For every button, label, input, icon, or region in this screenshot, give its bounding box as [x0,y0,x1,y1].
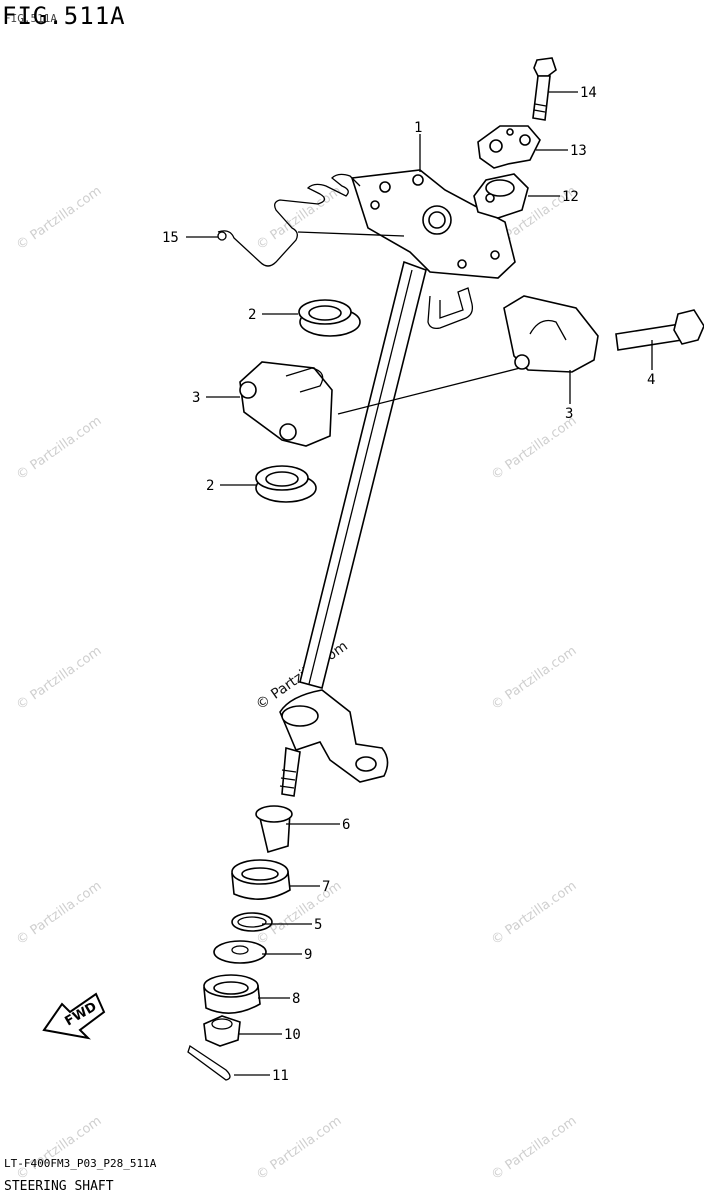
callout-2-lower: 2 [206,478,214,494]
shaft-holder-3-left [239,361,333,447]
callout-9: 9 [304,947,312,963]
watermark: © Partzilla.com [489,1113,580,1183]
handlebar-holder-13 [477,125,541,169]
watermark: © Partzilla.com [489,413,580,483]
bolt-14 [532,57,557,121]
callout-14: 14 [580,85,597,101]
callout-4: 4 [647,372,655,388]
callout-2-upper: 2 [248,307,256,323]
seal-5 [231,912,273,932]
watermark: © Partzilla.com [254,1113,345,1183]
callout-8: 8 [292,991,300,1007]
watermark: © Partzilla.com [14,878,105,948]
model-code: LT-F400FM3_P03_P28_511A [4,1157,157,1170]
watermark: © Partzilla.com [14,1113,105,1183]
callout-12: 12 [562,189,579,205]
callout-7: 7 [322,879,330,895]
bolt-4 [615,309,704,351]
bearing-7 [231,859,291,900]
cotter-pin-11 [187,1044,231,1081]
section-title: STEERING SHAFT [4,1179,114,1194]
watermark: © Partzilla.com [14,643,105,713]
watermark: © Partzilla.com [489,878,580,948]
callout-labels: 1 2 2 3 3 4 5 6 7 8 9 10 11 12 13 14 15 [162,85,655,1084]
watermark: © Partzilla.com [254,183,345,253]
callout-3-left: 3 [192,390,200,406]
watermark: © Partzilla.com [14,413,105,483]
fwd-arrow-icon: FWD [42,992,106,1040]
nut-10 [203,1015,241,1047]
steering-shaft [279,169,516,797]
callout-5: 5 [314,917,322,933]
callout-3-right: 3 [565,406,573,422]
callout-1: 1 [414,120,422,136]
callout-6: 6 [342,817,350,833]
bushing-2-lower [255,465,317,503]
shaft-holder-3-right [503,295,599,373]
figure-title: FIG.511A [2,2,126,30]
washer-9 [213,940,267,964]
callout-15: 15 [162,230,179,246]
bushing-2-upper [298,299,361,337]
figure-subtitle: FIG.511A [4,12,57,25]
leader-lines [186,91,653,1076]
cotter-pin-clip-15 [217,173,361,267]
watermark: © Partzilla.com [489,643,580,713]
callout-10: 10 [284,1027,301,1043]
bearing-8 [203,974,261,1014]
bushing-6 [255,805,293,854]
handlebar-holder-12 [473,173,529,219]
watermark: © Partzilla.com [14,183,105,253]
callout-11: 11 [272,1068,289,1084]
callout-13: 13 [570,143,587,159]
